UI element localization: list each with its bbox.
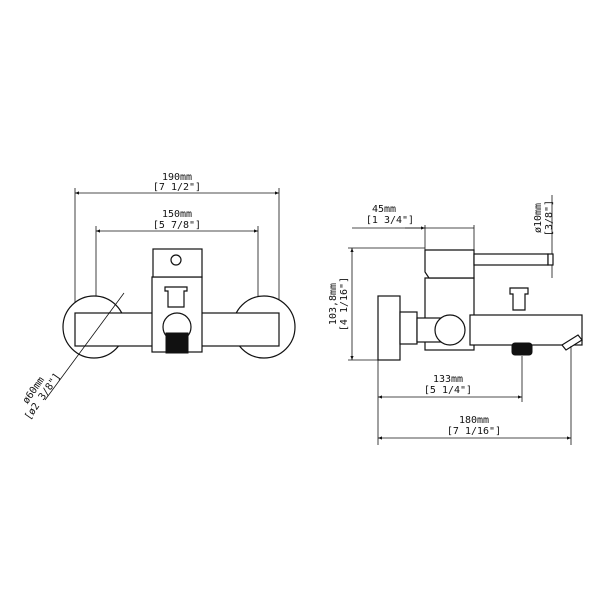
spout bbox=[469, 314, 583, 346]
dim-10-mm: ø10mm bbox=[533, 203, 544, 233]
side-handle bbox=[424, 249, 475, 279]
dim-150-mm: 150mm bbox=[162, 209, 192, 220]
dim-150-inch: [5 7/8"] bbox=[153, 220, 201, 231]
dim-133-mm: 133mm bbox=[433, 374, 463, 385]
side-diverter-knob bbox=[509, 287, 529, 311]
dim-180-mm: 180mm bbox=[459, 415, 489, 426]
dim-45-mm: 45mm bbox=[372, 204, 396, 215]
aerator bbox=[165, 332, 189, 354]
handle-block bbox=[152, 248, 203, 278]
dim-180-inch: [7 1/16"] bbox=[447, 426, 501, 437]
front-view: 190mm [7 1/2"] 150mm [5 7/8"] ø60mm [ø2 … bbox=[21, 172, 296, 422]
diverter bbox=[434, 314, 466, 346]
side-aerator bbox=[511, 342, 533, 356]
dim-10-inch: [3/8"] bbox=[544, 200, 555, 236]
dim-45-inch: [1 3/4"] bbox=[366, 215, 414, 226]
wall-flange bbox=[377, 295, 401, 361]
diameter-leader bbox=[44, 292, 125, 401]
dim-103-mm: 103,8mm bbox=[328, 283, 339, 325]
dim-103-inch: [4 1/16"] bbox=[339, 277, 350, 331]
side-view: 45mm [1 3/4"] ø10mm [3/8"] 103,8mm [4 1/… bbox=[328, 195, 583, 445]
dim-133-inch: [5 1/4"] bbox=[424, 385, 472, 396]
hex-nut bbox=[399, 311, 418, 345]
lever bbox=[473, 253, 549, 266]
diverter-knob bbox=[164, 286, 188, 308]
dim-190-mm: 190mm bbox=[162, 172, 192, 183]
dim-190-inch: [7 1/2"] bbox=[153, 182, 201, 193]
